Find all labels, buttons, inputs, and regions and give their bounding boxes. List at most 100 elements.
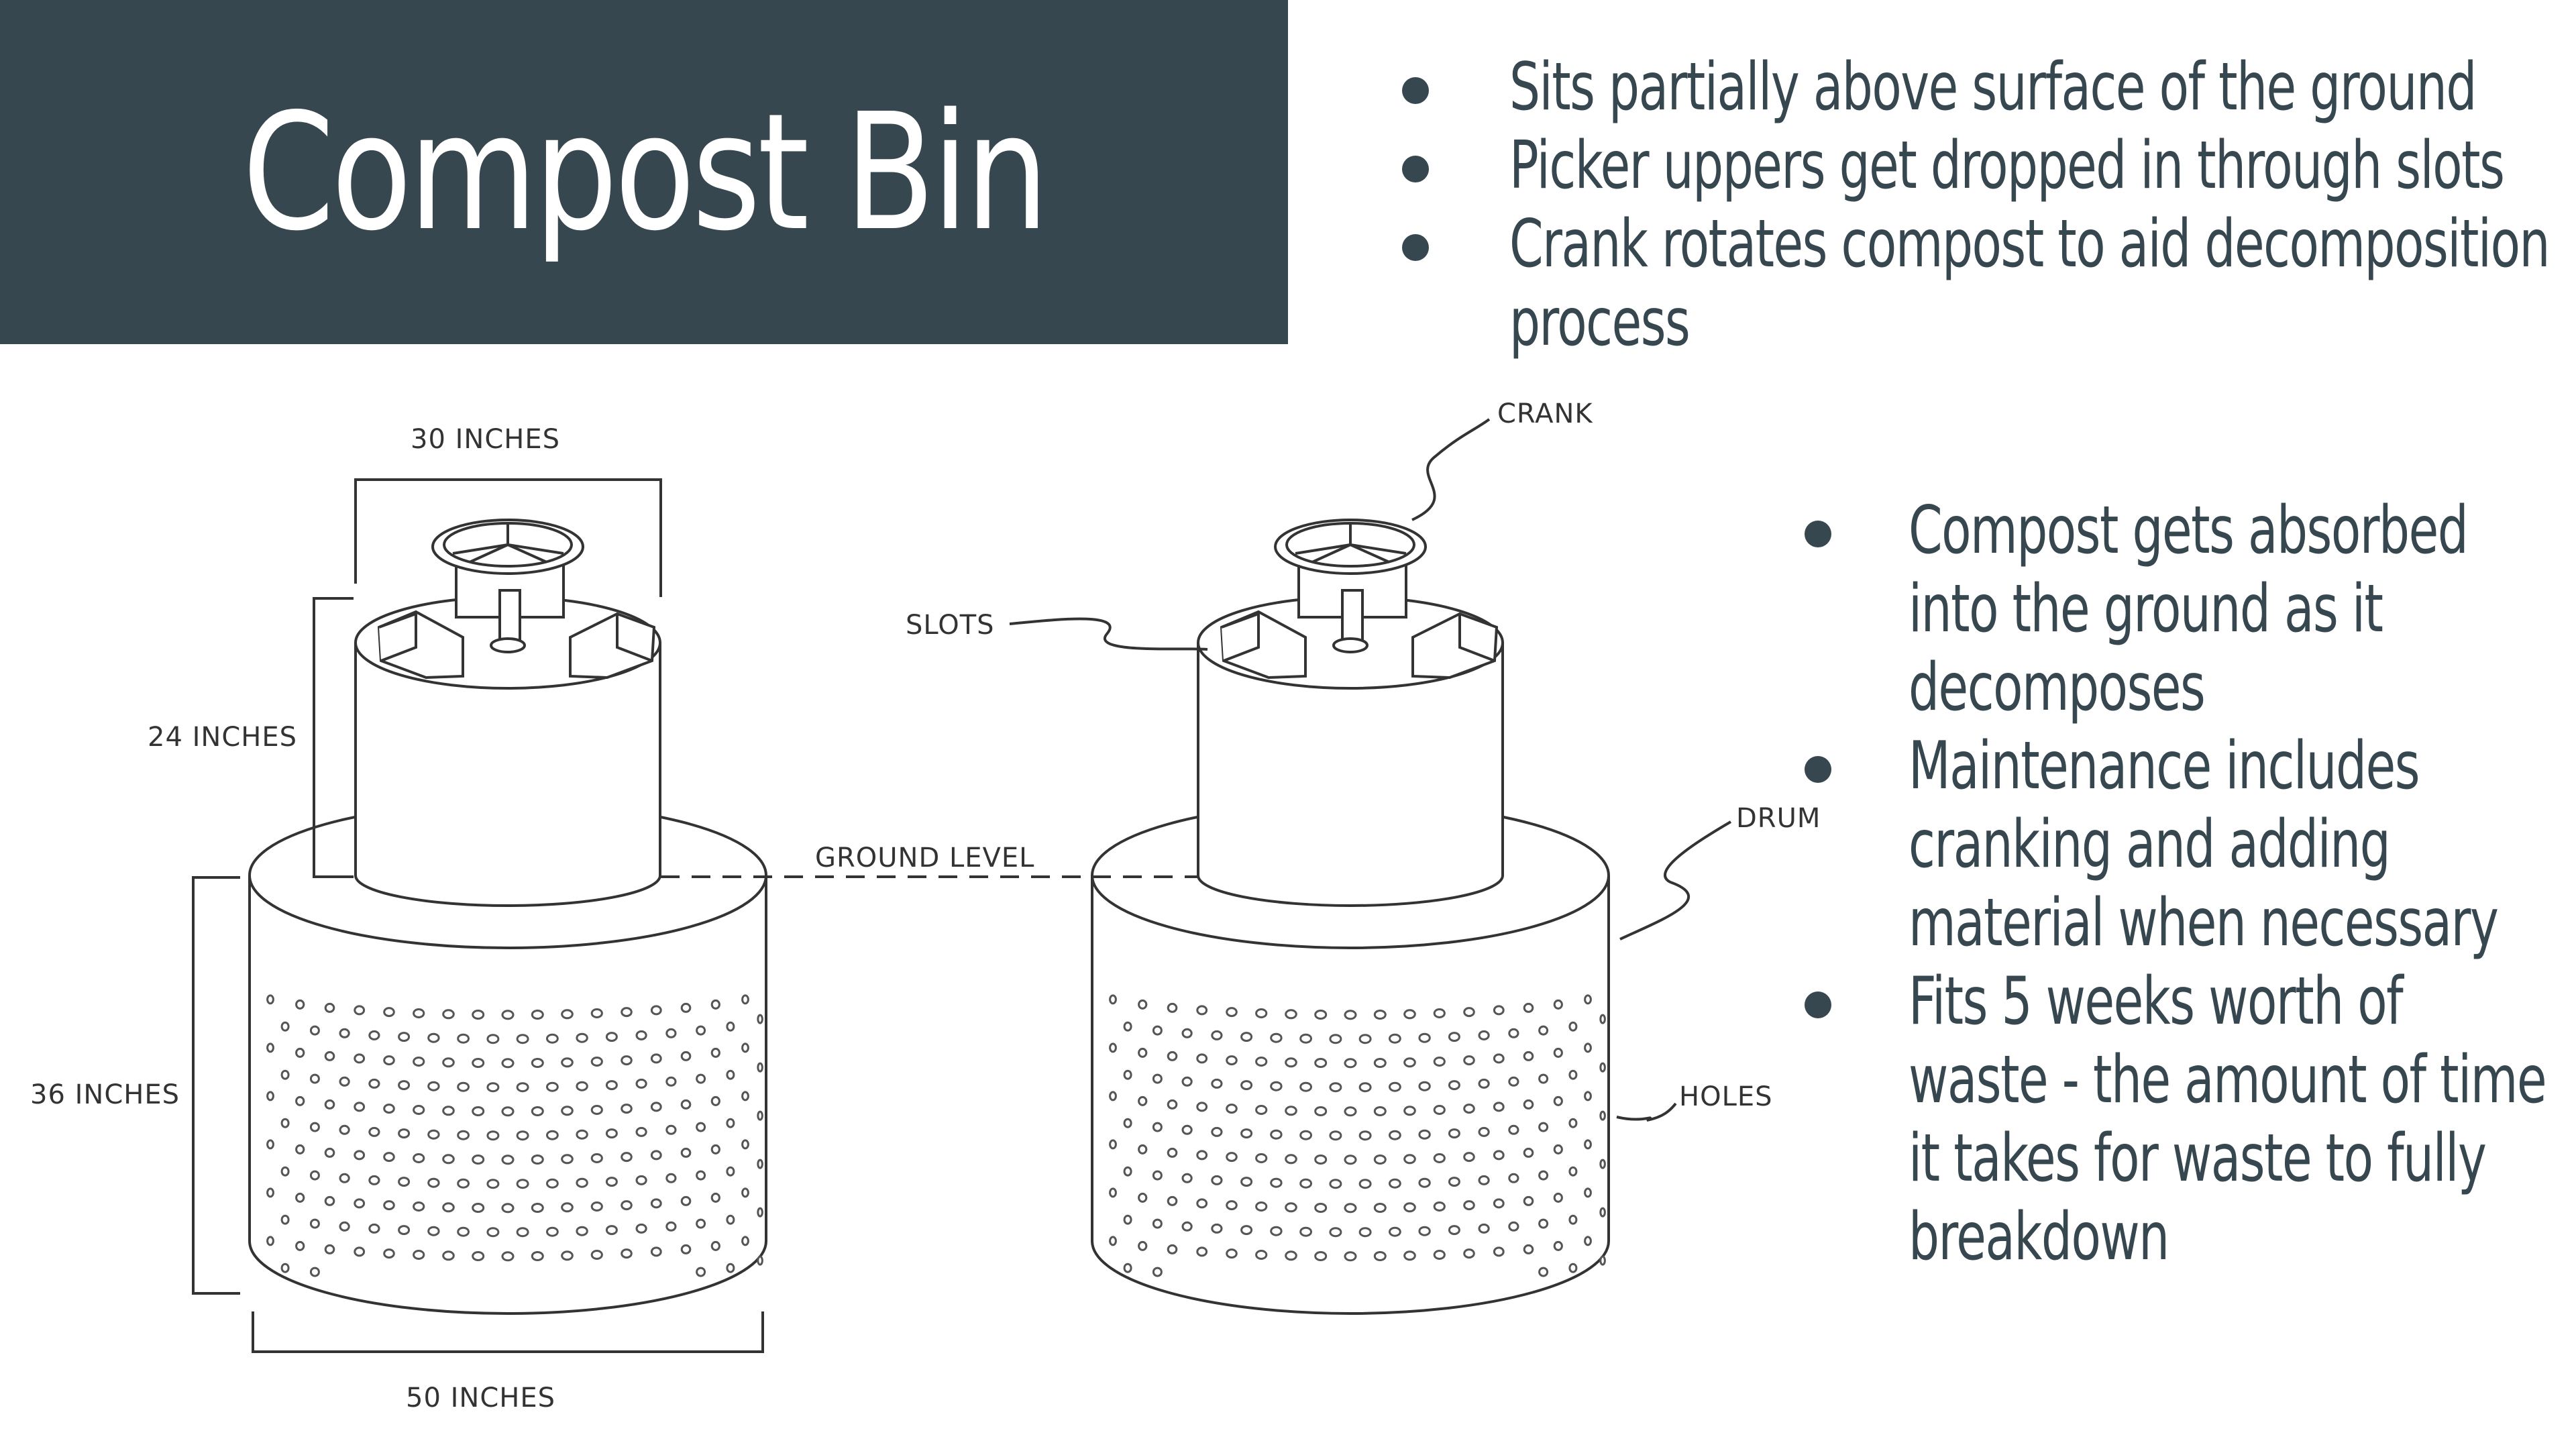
bullet-icon xyxy=(1402,234,1429,261)
hole-icon xyxy=(1270,1226,1283,1236)
hole-icon xyxy=(590,1201,603,1212)
hole-icon xyxy=(280,1166,290,1177)
hole-icon xyxy=(1373,1203,1387,1213)
hole-icon xyxy=(413,1105,425,1115)
hole-icon xyxy=(413,1153,425,1163)
right-holes-pattern xyxy=(1109,994,1606,1277)
hole-icon xyxy=(1152,1073,1163,1084)
hole-icon xyxy=(457,1130,470,1140)
hole-icon xyxy=(635,1223,647,1234)
hole-icon xyxy=(1152,1170,1163,1181)
hole-icon xyxy=(295,999,305,1010)
hole-icon xyxy=(442,1057,455,1068)
hole-icon xyxy=(1314,1203,1328,1213)
hole-icon xyxy=(427,1129,440,1140)
side-bullet-list: Compost gets absorbed into the ground as… xyxy=(1805,492,2563,1277)
hole-icon xyxy=(1418,1177,1431,1188)
bullet-continuation: into the ground as it xyxy=(1909,571,2383,647)
hole-icon xyxy=(1123,1069,1132,1080)
hole-icon xyxy=(1329,1082,1342,1093)
hole-icon xyxy=(516,1034,529,1044)
hole-icon xyxy=(324,1099,335,1110)
hole-icon xyxy=(1255,1057,1268,1067)
hole-icon xyxy=(650,1005,662,1016)
hole-icon xyxy=(413,1057,425,1067)
hole-icon xyxy=(1418,1226,1431,1236)
hole-icon xyxy=(1358,1034,1372,1044)
hole-icon xyxy=(1196,1198,1208,1209)
hole-icon xyxy=(1196,1053,1208,1064)
hole-icon xyxy=(590,1057,603,1067)
hole-icon xyxy=(1226,1152,1238,1163)
hole-icon xyxy=(757,1062,763,1073)
hole-icon xyxy=(1523,1244,1534,1254)
hole-icon xyxy=(398,1128,411,1139)
hole-icon xyxy=(427,1226,440,1236)
hole-icon xyxy=(605,1225,618,1236)
hole-icon xyxy=(1285,1250,1297,1261)
width-top-label: 30 INCHES xyxy=(411,424,560,455)
hole-icon xyxy=(1373,1010,1387,1020)
hole-icon xyxy=(1553,1144,1563,1155)
hole-icon xyxy=(621,1200,633,1211)
hole-icon xyxy=(1109,1187,1117,1198)
hole-icon xyxy=(696,1267,706,1277)
hole-icon xyxy=(1255,1201,1268,1212)
hole-icon xyxy=(1538,1218,1549,1229)
hole-icon xyxy=(605,1177,618,1187)
hole-icon xyxy=(1373,1058,1387,1068)
hole-icon xyxy=(1599,1014,1606,1024)
hole-icon xyxy=(757,1159,763,1169)
hole-icon xyxy=(650,1102,662,1112)
hole-icon xyxy=(1314,1058,1328,1068)
hole-icon xyxy=(1138,1192,1148,1203)
hole-icon xyxy=(1181,1221,1193,1232)
hole-icon xyxy=(1167,1244,1178,1254)
hole-icon xyxy=(1553,1192,1563,1203)
hole-icon xyxy=(1344,1058,1357,1069)
hole-icon xyxy=(1270,1177,1283,1188)
hole-icon xyxy=(696,1170,706,1181)
hole-icon xyxy=(1599,1207,1606,1218)
hole-icon xyxy=(1152,1267,1163,1277)
hole-icon xyxy=(1211,1126,1223,1137)
hole-icon xyxy=(324,1147,335,1158)
hole-icon xyxy=(266,1042,274,1053)
hole-icon xyxy=(726,1214,735,1225)
hole-icon xyxy=(501,1203,515,1214)
hole-icon xyxy=(1538,1122,1549,1132)
hole-icon xyxy=(696,1122,706,1132)
hole-icon xyxy=(1553,1047,1563,1058)
hole-icon xyxy=(1508,1028,1519,1038)
hole-icon xyxy=(1344,1106,1357,1117)
hole-icon xyxy=(1508,1124,1519,1135)
hole-icon xyxy=(1181,1076,1193,1087)
hole-icon xyxy=(501,1058,515,1069)
hole-icon xyxy=(576,1177,588,1188)
hole-icon xyxy=(1196,1102,1208,1112)
hole-icon xyxy=(1508,1173,1519,1183)
hole-icon xyxy=(710,1192,720,1203)
hole-icon xyxy=(413,1250,425,1260)
hole-icon xyxy=(354,1150,366,1161)
height-bottom-label: 36 INCHES xyxy=(30,1079,180,1110)
hole-icon xyxy=(427,1081,440,1091)
hole-icon xyxy=(1373,1155,1387,1165)
hole-icon xyxy=(368,1126,380,1137)
hole-icon xyxy=(1448,1032,1460,1042)
drum-leader xyxy=(1619,820,1732,941)
hole-icon xyxy=(1389,1081,1401,1092)
hole-icon xyxy=(1523,1099,1534,1110)
hole-icon xyxy=(1433,1153,1446,1163)
hole-icon xyxy=(1523,1051,1534,1061)
hole-icon xyxy=(665,1221,677,1232)
hole-icon xyxy=(354,1102,366,1112)
hole-icon xyxy=(1226,1055,1238,1066)
hole-icon xyxy=(486,1034,500,1044)
hole-icon xyxy=(635,1078,647,1089)
hole-icon xyxy=(665,1028,677,1038)
hole-icon xyxy=(457,1226,470,1237)
bullet-icon xyxy=(1805,991,1831,1018)
hole-icon xyxy=(1463,1152,1475,1163)
